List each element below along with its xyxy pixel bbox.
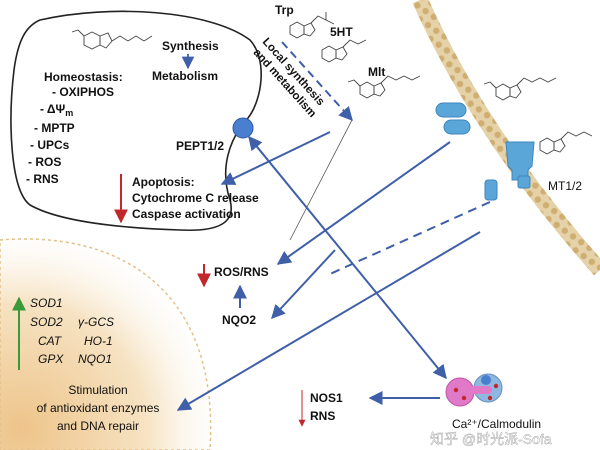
- molecule-sketch-mito: [71, 29, 153, 50]
- molecule-sketch-outside-2: [539, 131, 593, 155]
- apoptosis-line1: Cytochrome C release: [132, 191, 259, 205]
- apoptosis-line2: Caspase activation: [132, 207, 241, 221]
- enzyme-sod1: SOD1: [30, 296, 63, 310]
- nqo2-label: NQO2: [222, 313, 256, 327]
- mt-label: MT1/2: [548, 179, 582, 193]
- enzyme-cat: CAT: [38, 334, 63, 348]
- synthesis-label: Synthesis: [162, 39, 219, 53]
- thin-connector: [289, 119, 353, 241]
- pept-transporter-icon: [232, 117, 254, 139]
- molecule-sketch-mlt: [347, 75, 421, 99]
- cell-membrane: [412, 0, 600, 276]
- molecule-sketch-outside-1: [483, 77, 557, 101]
- nucleus: [0, 238, 212, 450]
- calmodulin-icon: [445, 373, 503, 407]
- homeostasis-item-rns: - RNS: [26, 172, 59, 186]
- enzyme-ho1: HO-1: [84, 334, 113, 348]
- enzyme-sod2: SOD2: [30, 315, 63, 329]
- delta-psi-subscript: m: [65, 108, 73, 118]
- serotonin-label: 5HT: [330, 25, 353, 39]
- enzyme-ggcs: γ-GCS: [78, 315, 114, 329]
- metabolism-label: Metabolism: [152, 69, 218, 83]
- mitochondrion-outline-icon: [10, 10, 262, 232]
- arrow-to-apoptosis: [220, 131, 331, 185]
- arrow-pept-to-calmodulin: [248, 135, 447, 380]
- pept-label: PEPT1/2: [176, 139, 224, 153]
- homeostasis-title: Homeostasis:: [44, 70, 123, 84]
- arrow-to-nqo2: [271, 249, 336, 320]
- homeostasis-item-mptp: - MPTP: [34, 121, 75, 135]
- enzyme-nqo1: NQO1: [78, 352, 112, 366]
- molecule-sketch-5ht: [321, 39, 367, 63]
- rns-label: RNS: [310, 409, 335, 423]
- trp-label: Trp: [275, 3, 294, 17]
- dashed-arrow-mt-to-nqo2: [329, 201, 491, 275]
- melatonin-label: Mlt: [368, 65, 385, 79]
- molecule-sketch-trp: [289, 12, 335, 39]
- nos1-label: NOS1: [310, 391, 343, 405]
- stimulation-line3: and DNA repair: [57, 419, 139, 433]
- stimulation-line2: of antioxidant enzymes: [37, 401, 160, 415]
- homeostasis-item-ros: - ROS: [28, 155, 61, 169]
- watermark: 知乎 @时光派-Sofa: [430, 431, 552, 447]
- calmodulin-label: Ca²⁺/Calmodulin: [452, 417, 541, 431]
- arrow-to-stimulation: [176, 231, 481, 411]
- stimulation-line1: Stimulation: [68, 383, 127, 397]
- enzyme-gpx: GPX: [38, 352, 64, 366]
- homeostasis-item-delta-psi: - ΔΨm: [40, 102, 73, 118]
- local-synthesis-dashed-arrow: [281, 41, 353, 122]
- mt-receptor-icon: [435, 102, 535, 201]
- apoptosis-title: Apoptosis:: [132, 175, 195, 189]
- homeostasis-item-upcs: - UPCs: [30, 138, 70, 152]
- homeostasis-item-oxiphos: - OXIPHOS: [52, 85, 114, 99]
- ros-rns-label: ROS/RNS: [214, 265, 269, 279]
